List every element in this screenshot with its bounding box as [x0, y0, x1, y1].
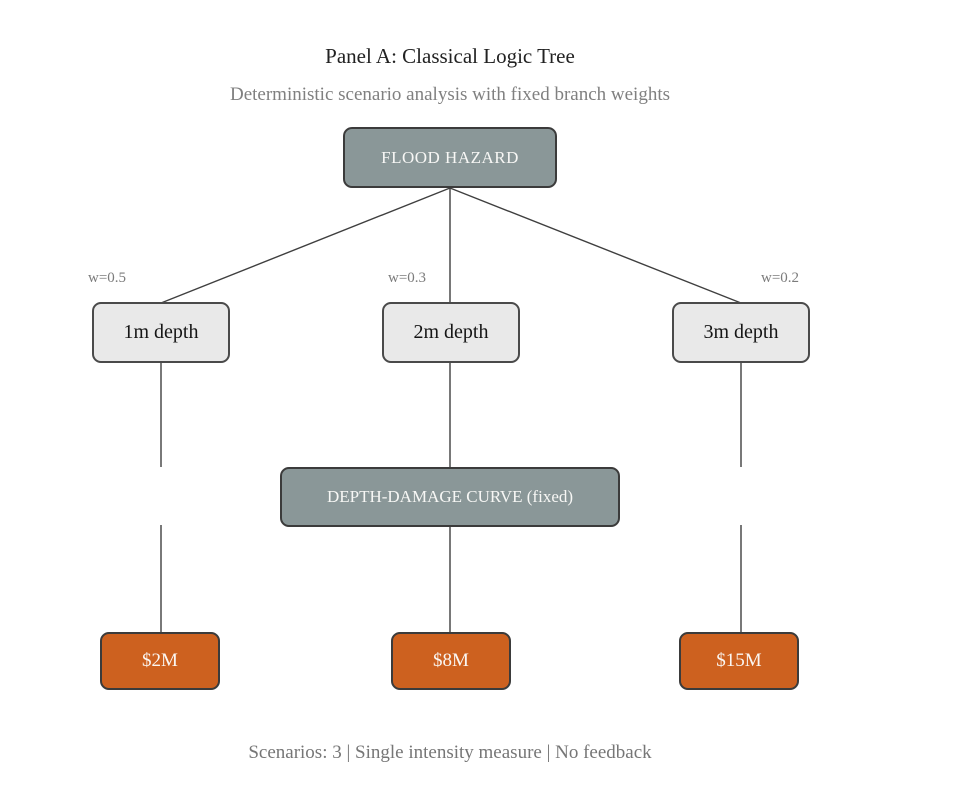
node-loss-15m-dollars: $15M [679, 632, 799, 690]
node-flood-hazard: FLOOD HAZARD [343, 127, 557, 188]
branch-weight-label: w=0.5 [88, 270, 127, 286]
node-scenario-2m: 2m depth [382, 302, 520, 363]
edge-root-to-3m [449, 187, 742, 304]
node-scenario-1m: 1m depth [92, 302, 230, 363]
figure-title: Panel A: Classical Logic Tree [325, 44, 575, 68]
branch-weight-label: w=0.3 [388, 270, 427, 286]
figure-footer-stats: Scenarios: 3 | Single intensity measure … [248, 742, 652, 763]
node-scenario-3m: 3m depth [672, 302, 810, 363]
branch-weight-label: w=0.2 [761, 270, 800, 286]
node-depth-damage-curve: DEPTH-DAMAGE CURVE (fixed) [280, 467, 620, 527]
node-loss-8m-dollars: $8M [391, 632, 511, 690]
node-loss-2m-dollars: $2M [100, 632, 220, 690]
figure-subtitle: Deterministic scenario analysis with fix… [229, 84, 671, 105]
edge-root-to-1m [160, 187, 451, 304]
